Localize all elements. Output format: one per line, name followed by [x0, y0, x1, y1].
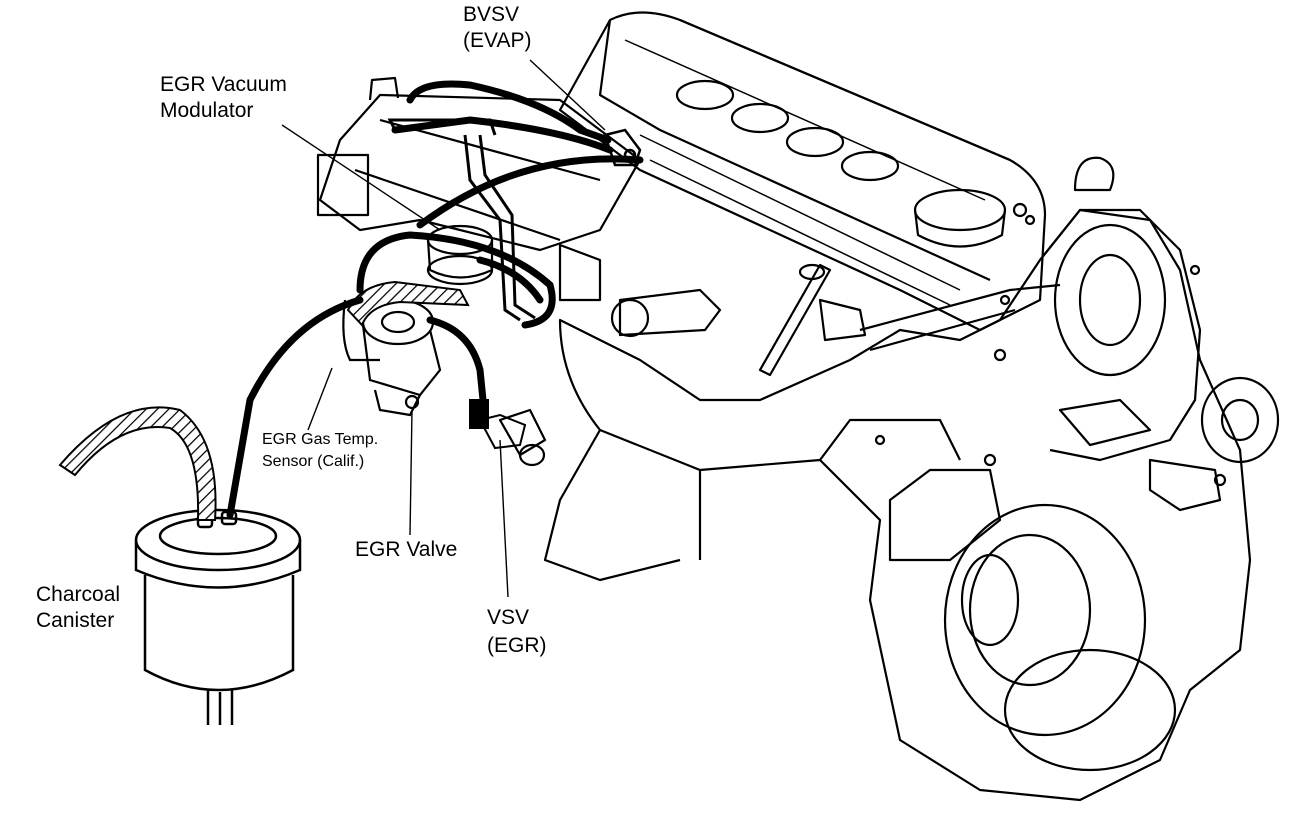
vacuum-hoses: [226, 80, 644, 519]
egr-gas-temp-sensor-label-2: Sensor (Calif.): [262, 453, 365, 470]
bvsv-sub-label: (EVAP): [463, 29, 532, 52]
vsv-sub-label: (EGR): [487, 634, 547, 657]
charcoal-canister-label: Charcoal: [36, 583, 121, 606]
egr-vacuum-modulator-label: EGR Vacuum: [160, 73, 287, 96]
egr-gas-temp-sensor-label: EGR Gas Temp.: [262, 431, 379, 448]
bvsv-label: BVSV: [463, 3, 520, 26]
charcoal-canister-label-2: Canister: [36, 609, 115, 632]
charcoal-canister: [134, 508, 302, 725]
modulator-lines: [387, 118, 536, 322]
engine-block: [316, 11, 1280, 802]
vsv-label: VSV: [487, 606, 530, 629]
vsv-connector: [469, 399, 527, 450]
leader-lines: [281, 59, 606, 598]
egr-valve-label: EGR Valve: [355, 538, 458, 561]
bvsv-connector: [603, 128, 642, 167]
egr-vacuum-modulator-label-2: Modulator: [160, 99, 254, 122]
egr-hatched-hose: [346, 280, 470, 327]
canister-hatched-hose: [58, 406, 217, 521]
